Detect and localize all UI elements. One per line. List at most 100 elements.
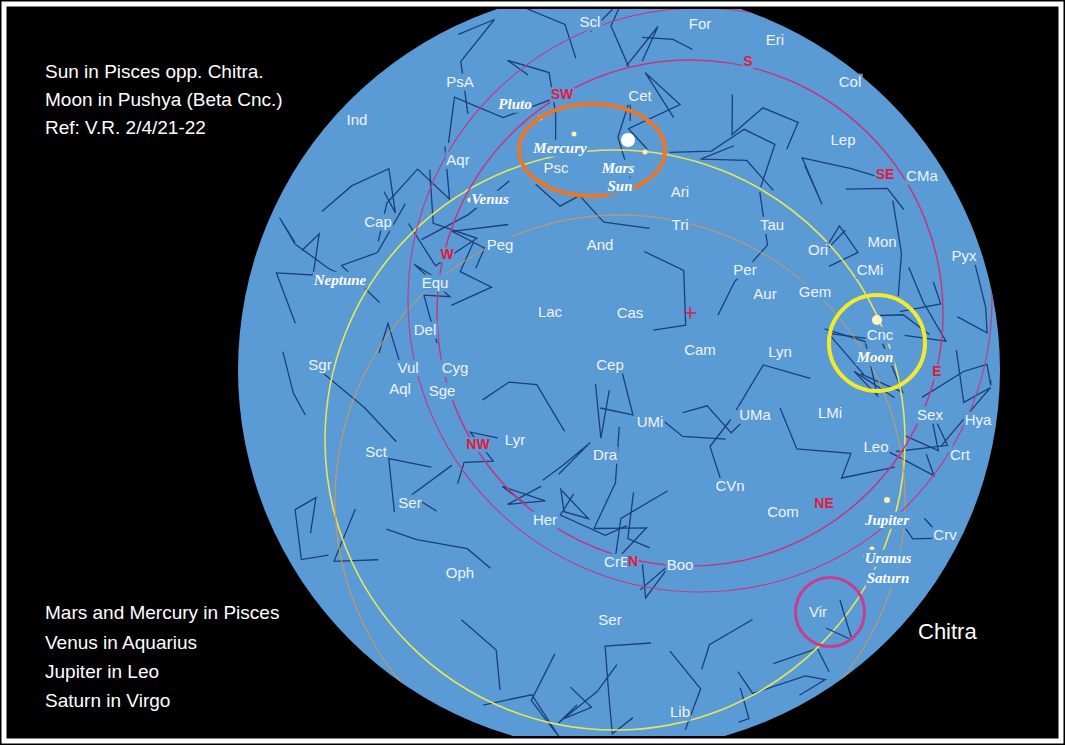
constellation-label: Ori (807, 242, 829, 259)
constellation-label: Boo (666, 557, 695, 574)
constellation-label: UMa (738, 407, 772, 424)
constellation-lines (276, 9, 990, 736)
constellation-line (732, 94, 798, 149)
virgo-lines (826, 600, 852, 640)
note-text: Jupiter in Leo (45, 662, 159, 683)
constellation-line (600, 369, 633, 415)
planet-label: Neptune (313, 272, 368, 289)
constellation-label: Cas (616, 305, 645, 322)
horizon-circle (437, 60, 943, 566)
constellation-label: Aql (388, 381, 412, 398)
constellation-line (561, 488, 589, 519)
constellation-label: Sex (916, 407, 944, 424)
planet-label: Mars (601, 160, 636, 177)
planet-label: Moon (856, 349, 895, 366)
direction-label: NE (813, 496, 834, 511)
constellation-label: Lep (829, 132, 856, 149)
highlight-circle: CncMoon (827, 293, 927, 393)
constellation-label: CMa (905, 168, 939, 185)
constellation-label: Psc (542, 160, 569, 177)
constellation-line (702, 620, 753, 670)
constellation-label: Ser (397, 495, 422, 512)
constellation-label: Cet (627, 88, 652, 105)
constellation-label: Ind (346, 112, 369, 129)
planet-dots (468, 116, 891, 559)
constellation-label: Lyn (767, 344, 793, 361)
constellation-label: Crt (949, 447, 971, 464)
constellation-line (605, 643, 651, 734)
direction-label: N (627, 554, 639, 569)
constellation-label: Peg (486, 237, 515, 254)
constellation-label: Tri (671, 217, 690, 234)
constellation-line (458, 19, 494, 113)
sky-disk (238, 9, 1000, 736)
circle-outline (794, 576, 866, 648)
constellation-label: For (688, 16, 713, 33)
constellation-line (889, 452, 934, 476)
note-text: Moon in Pushya (Beta Cnc.) (45, 90, 283, 111)
constellation-line (957, 255, 987, 333)
constellation-line (528, 9, 576, 58)
constellation-line (458, 432, 498, 484)
constellation-label: And (586, 237, 615, 254)
constellation-line (773, 648, 829, 671)
constellation-label: Del (413, 322, 438, 339)
constellation-line (295, 498, 328, 560)
planet-label: Mercury (532, 140, 587, 157)
constellation-label: Lac (537, 304, 563, 321)
note-text: Saturn in Virgo (45, 691, 170, 712)
constellation-line (941, 350, 991, 446)
constellation-label: Lyr (504, 432, 526, 449)
constellation-line (386, 529, 490, 568)
constellation-label: Mon (866, 234, 897, 251)
constellation-label: Cep (595, 357, 625, 374)
constellation-label: Crv (932, 527, 957, 544)
constellation-label: Aur (752, 286, 777, 303)
constellation-label: Cap (363, 214, 393, 231)
constellation-line (461, 620, 500, 690)
constellation-line (628, 492, 650, 548)
direction-label: NW (465, 437, 490, 452)
constellation-label: PsA (445, 74, 475, 91)
planet-label: Pluto (497, 96, 532, 113)
constellation-line (644, 252, 685, 331)
direction-label: SW (550, 87, 575, 102)
constellation-label: CMi (856, 262, 885, 279)
outer-circle (408, 9, 992, 592)
constellation-label: Vul (396, 360, 419, 377)
constellation-label: Eri (765, 32, 785, 49)
constellation-line (565, 687, 592, 718)
constellation-line (628, 73, 680, 149)
constellation-label: Leo (862, 439, 889, 456)
constellation-line (626, 27, 658, 66)
constellation-label: Col (838, 74, 863, 91)
note-text: Venus in Aquarius (45, 633, 197, 654)
orange-arc (335, 215, 905, 736)
constellation-label: Aqr (445, 152, 470, 169)
constellation-label: Dra (592, 447, 618, 464)
constellation-line (543, 443, 590, 481)
constellation-label: Gem (798, 284, 833, 301)
constellation-label: UMi (636, 414, 665, 431)
zenith-mark (684, 307, 696, 319)
constellation-line (736, 365, 810, 410)
constellation-label: Cyg (441, 360, 470, 377)
note-text: Ref: V.R. 2/4/21-22 (45, 118, 206, 139)
constellation-label: LMi (817, 405, 843, 422)
constellation-label: Vir (808, 604, 828, 621)
constellation-line (802, 158, 879, 204)
constellation-label: Tau (759, 217, 785, 234)
constellation-line (409, 170, 477, 266)
note-text: Sun in Pisces opp. Chitra. (45, 62, 264, 83)
constellation-line (739, 688, 749, 722)
constellation-label: Lib (669, 704, 691, 721)
constellation-line (560, 494, 627, 535)
direction-label: W (439, 247, 454, 262)
planet-label: Uranus (864, 550, 913, 567)
constellation-line (283, 352, 306, 415)
highlight-circle: Vir (794, 576, 866, 648)
constellation-line (422, 181, 510, 240)
ecliptic-circle (325, 150, 905, 730)
constellation-label: Pyx (950, 248, 977, 265)
constellation-label: Com (766, 504, 800, 521)
